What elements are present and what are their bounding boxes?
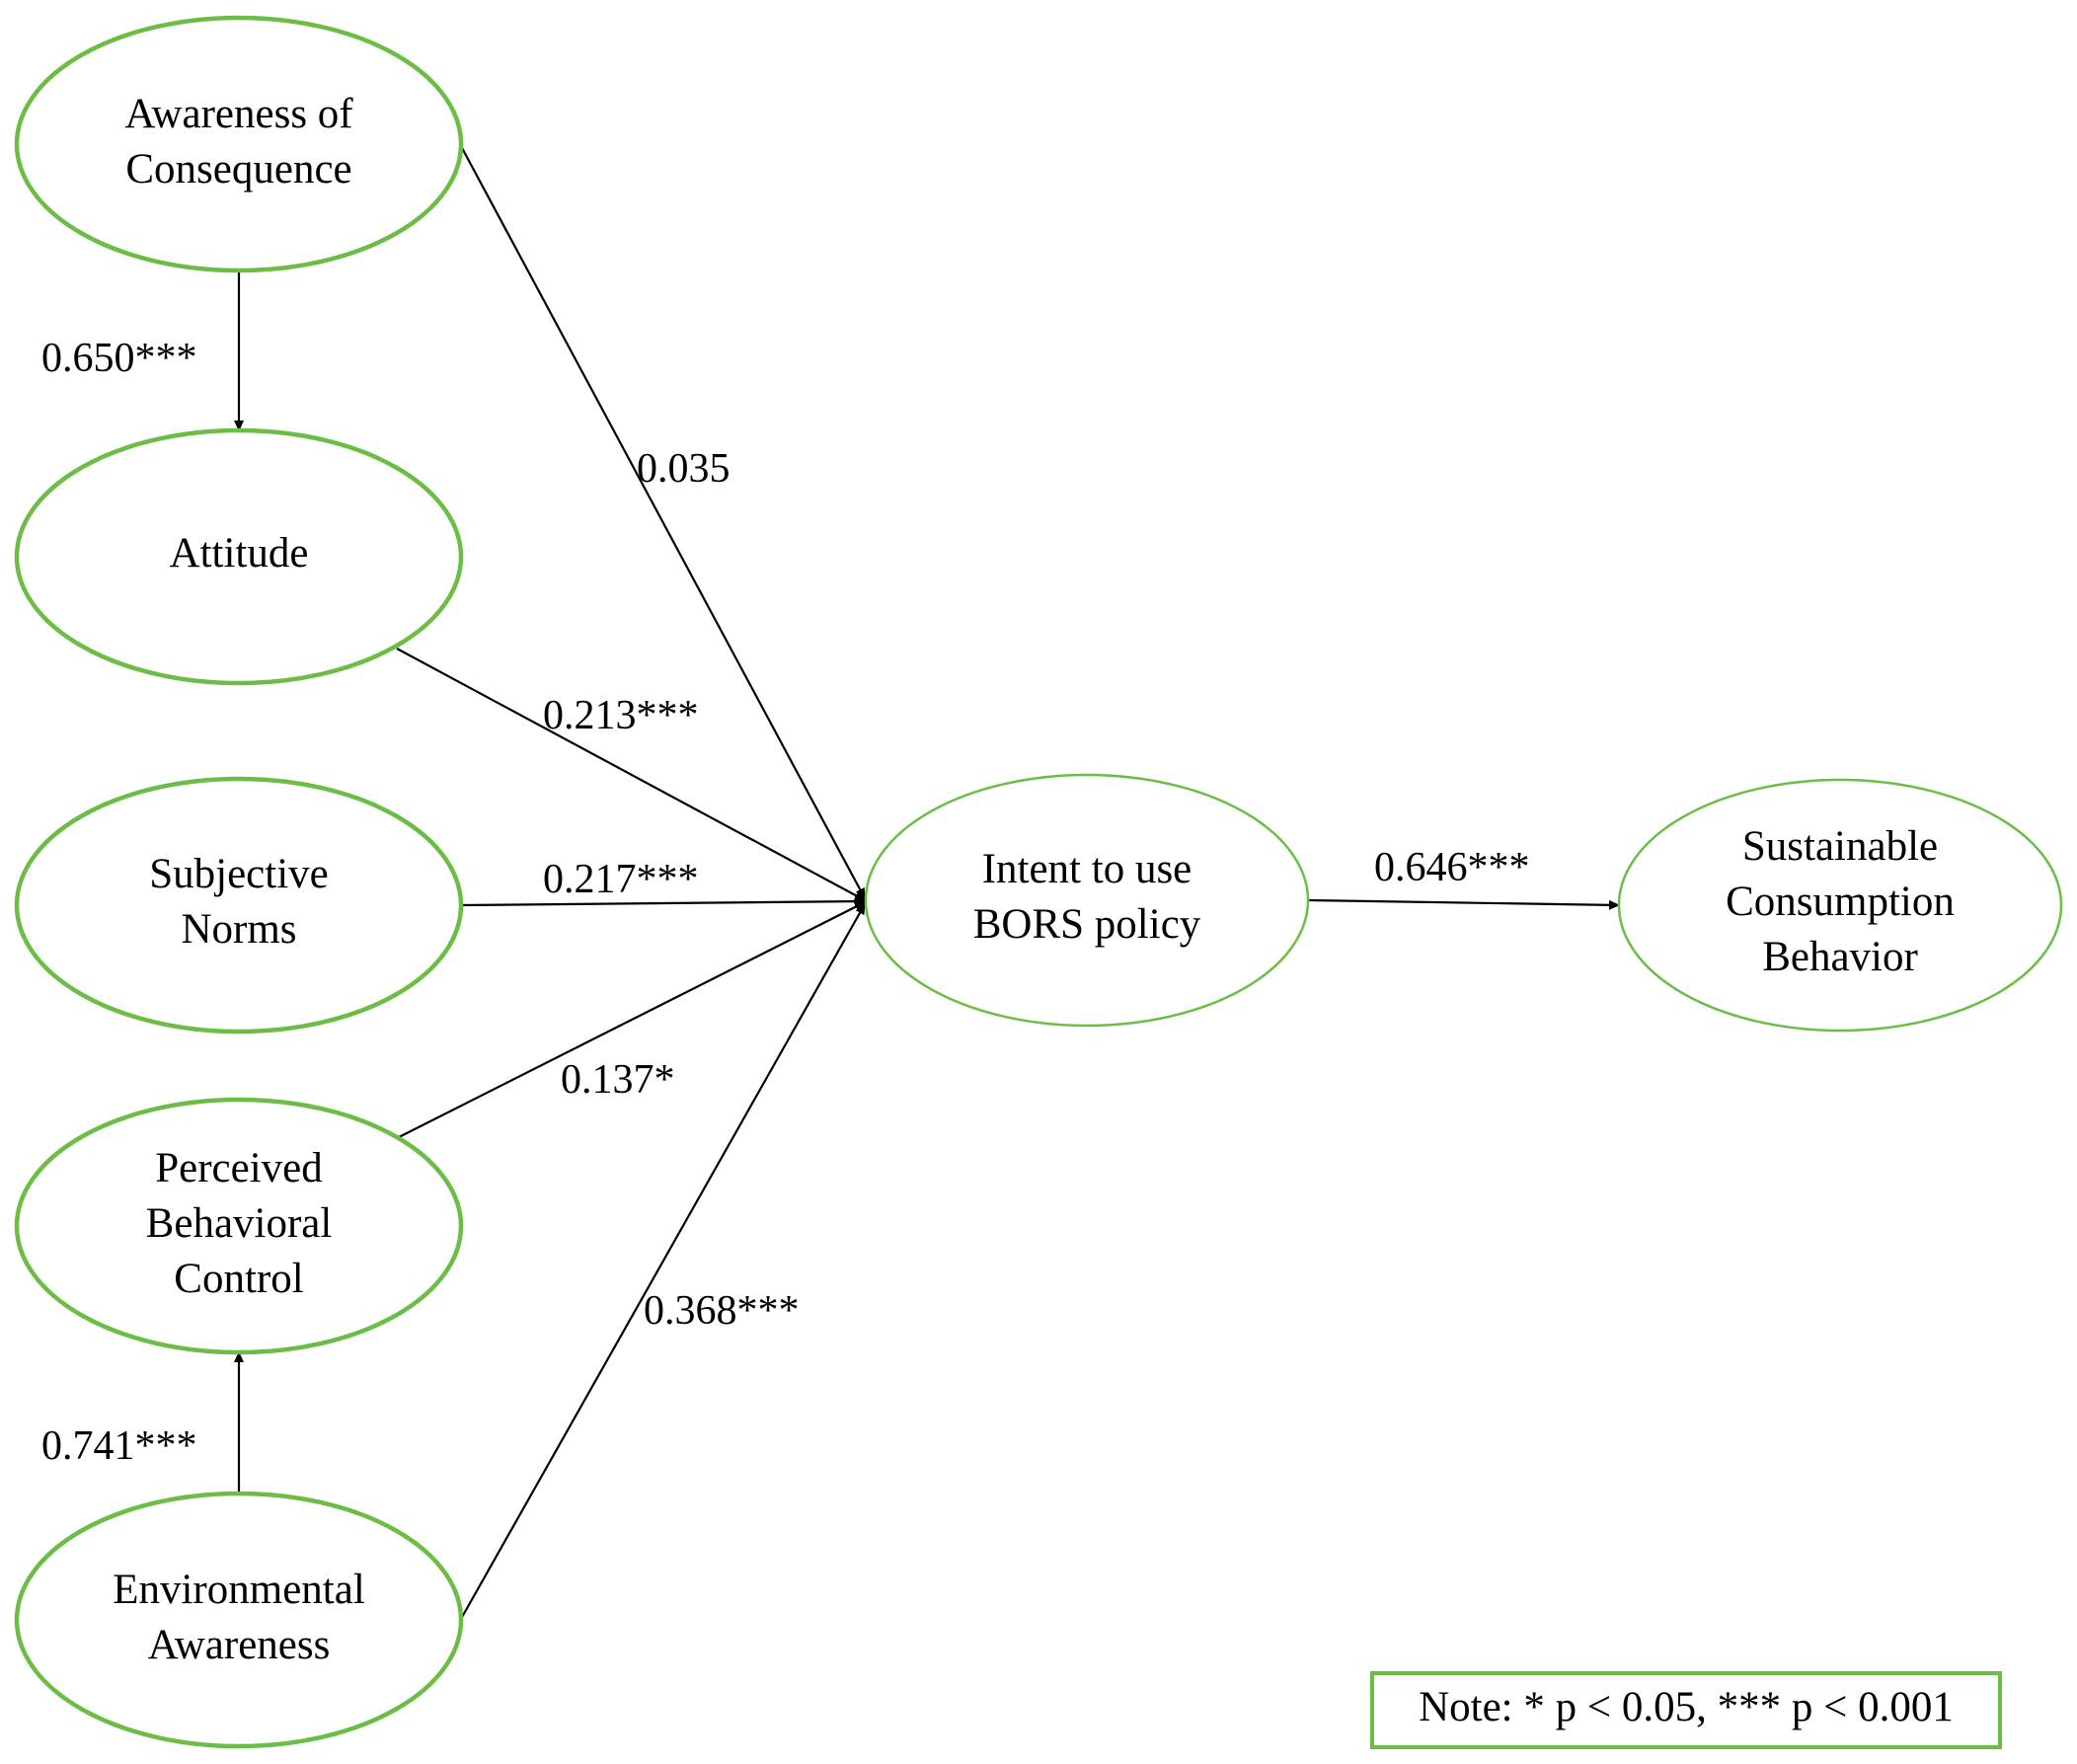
node-aoc-ellipse	[14, 15, 464, 273]
node-scb-line-1: Sustainable	[1742, 823, 1938, 870]
edges-group	[234, 145, 1620, 1620]
node-intent-to-use-bors-policy: Intent to use BORS policy	[864, 773, 1310, 1028]
node-ea-line-2: Awareness	[148, 1622, 331, 1668]
edge-label-pbc-itu: 0.137*	[561, 1057, 675, 1103]
node-att-ellipse	[14, 427, 464, 686]
node-subjective-norms: Subjective Norms	[14, 776, 464, 1035]
node-itu-line-2: BORS policy	[973, 901, 1201, 948]
node-pbc-line-3: Control	[174, 1256, 303, 1302]
node-sustainable-consumption-behavior: Sustainable Consumption Behavior	[1617, 778, 2063, 1033]
note-box	[1370, 1671, 2002, 1749]
edge-label-ea-pbc: 0.741***	[41, 1423, 197, 1469]
edge-label-aoc-itu: 0.035	[637, 446, 731, 492]
node-itu-ellipse	[864, 773, 1310, 1028]
node-aoc-line-2: Consequence	[125, 146, 351, 192]
edge-att-to-itu	[396, 648, 866, 901]
node-attitude: Attitude	[14, 427, 464, 686]
node-sn-line-1: Subjective	[149, 851, 329, 897]
node-environmental-awareness: Environmental Awareness	[14, 1491, 464, 1749]
node-att-line-1: Attitude	[170, 530, 309, 576]
node-sn-line-2: Norms	[181, 906, 296, 953]
node-perceived-behavioral-control: Perceived Behavioral Control	[14, 1097, 464, 1355]
edge-aoc-to-itu	[460, 145, 866, 899]
edge-pbc-to-itu	[396, 901, 866, 1139]
node-aoc-line-1: Awareness of	[124, 91, 353, 137]
node-itu-line-1: Intent to use	[982, 846, 1192, 892]
edge-ea-to-itu	[460, 903, 866, 1620]
node-ea-ellipse	[14, 1491, 464, 1749]
node-scb-ellipse	[1617, 778, 2063, 1033]
edge-itu-to-scb	[1307, 898, 1620, 910]
significance-note: Note: * p < 0.05, *** p < 0.001	[1370, 1671, 2002, 1749]
note-text: Note: * p < 0.05, *** p < 0.001	[1419, 1684, 1954, 1730]
edge-label-att-itu: 0.213***	[543, 693, 699, 738]
node-awareness-of-consequence: Awareness of Consequence	[14, 15, 464, 273]
node-pbc-line-1: Perceived	[155, 1145, 323, 1191]
node-scb-line-3: Behavior	[1762, 934, 1918, 980]
edge-labels-group: 0.650*** 0.035 0.213*** 0.217*** 0.137* …	[41, 336, 1530, 1469]
edge-label-ea-itu: 0.368***	[644, 1288, 800, 1334]
edge-label-sn-itu: 0.217***	[543, 857, 699, 902]
edge-label-aoc-att: 0.650***	[41, 336, 197, 381]
edge-label-itu-scb: 0.646***	[1374, 845, 1530, 890]
node-ea-line-1: Environmental	[113, 1567, 365, 1613]
node-sn-ellipse	[14, 776, 464, 1035]
node-scb-line-2: Consumption	[1726, 879, 1955, 925]
edge-sn-to-itu	[460, 896, 866, 907]
node-pbc-ellipse	[14, 1097, 464, 1355]
node-pbc-line-2: Behavioral	[146, 1200, 333, 1247]
